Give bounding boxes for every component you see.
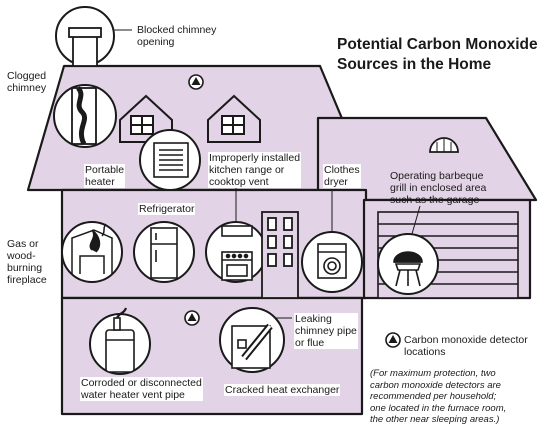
label-clogged-chimney: Clogged chimney — [7, 70, 47, 94]
dormer-left — [119, 94, 173, 143]
label-refrigerator: Refrigerator — [138, 203, 196, 215]
label-portable-heater: Portable heater — [84, 164, 126, 188]
label-blocked-chimney: Blocked chimney opening — [137, 24, 217, 48]
front-door — [261, 211, 299, 299]
label-kitchen-range: Improperly installed kitchen range or co… — [208, 152, 302, 188]
legend-note: (For maximum protection, two carbon mono… — [370, 368, 507, 425]
label-water-heater: Corroded or disconnected water heater ve… — [80, 377, 203, 401]
fireplace-callout — [61, 221, 123, 283]
garage-roof — [316, 116, 538, 202]
dormer-right — [207, 94, 261, 143]
label-leaking-chimney: Leaking chimney pipe or flue — [294, 313, 358, 349]
label-barbeque: Operating barbeque grill in enclosed are… — [390, 170, 487, 206]
label-clothes-dryer: Clothes dryer — [323, 164, 361, 188]
diagram-title: Potential Carbon Monoxide Sources in the… — [337, 36, 538, 73]
label-heat-exchanger: Cracked heat exchanger — [224, 384, 341, 396]
label-fireplace: Gas or wood- burning fireplace — [7, 238, 47, 286]
legend-text: Carbon monoxide detector locations — [404, 334, 528, 358]
